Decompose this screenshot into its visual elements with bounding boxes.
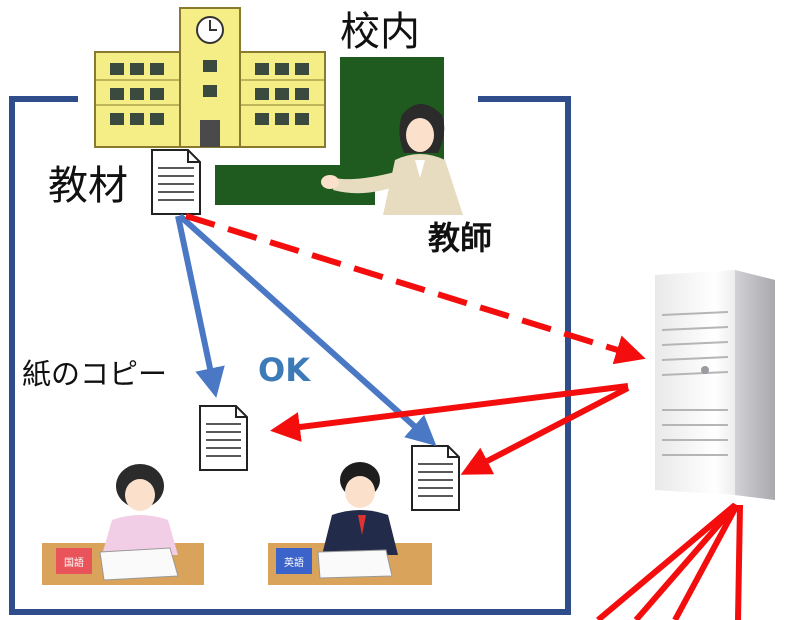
campus-label: 校内: [340, 9, 420, 55]
server-icon: [655, 270, 775, 500]
student-icon: 国語: [42, 464, 204, 585]
red-dashed-arrow: [185, 213, 646, 365]
ok-label: OK: [258, 351, 310, 389]
red-book-label: 国語: [64, 556, 84, 569]
blue-arrows: [175, 213, 437, 447]
student-icon: 英語: [268, 462, 432, 585]
document-icon: [411, 445, 460, 511]
blue-book-label: 英語: [284, 556, 304, 569]
red-arrows: [270, 383, 743, 620]
teacher-label: 教師: [428, 219, 493, 257]
paper-copy-label: 紙のコピー: [22, 357, 168, 391]
campus-border: [9, 96, 571, 615]
teacher-icon: [321, 104, 463, 215]
school-building-icon: [94, 7, 326, 148]
document-icon: [199, 405, 248, 471]
document-icon: [151, 149, 201, 215]
material-label: 教材: [48, 163, 128, 209]
